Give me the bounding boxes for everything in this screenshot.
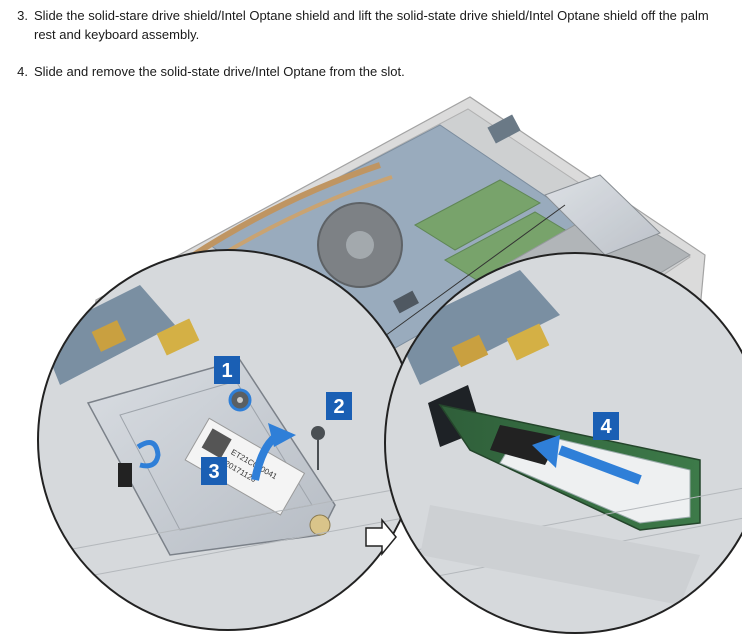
callout-2: 2: [326, 392, 352, 420]
callout-2-label: 2: [333, 396, 344, 418]
step-text: Slide the solid-stare drive shield/Intel…: [34, 8, 709, 42]
zoom-circle-right: [384, 252, 742, 634]
illustration-svg: ET21C000041 20171120: [37, 96, 742, 634]
step-number: 3.: [17, 8, 28, 23]
callout-4-label: 4: [600, 416, 612, 438]
callout-1: 1: [214, 356, 240, 384]
callout-4: 4: [593, 412, 619, 440]
next-arrow-icon: [365, 517, 397, 557]
callout-1-label: 1: [221, 360, 232, 382]
callout-3: 3: [201, 457, 227, 485]
step-text: Slide and remove the solid-state drive/I…: [34, 64, 405, 79]
illustration: ET21C000041 20171120: [0, 85, 742, 635]
callout-3-label: 3: [208, 461, 219, 483]
step-number: 4.: [17, 64, 28, 79]
